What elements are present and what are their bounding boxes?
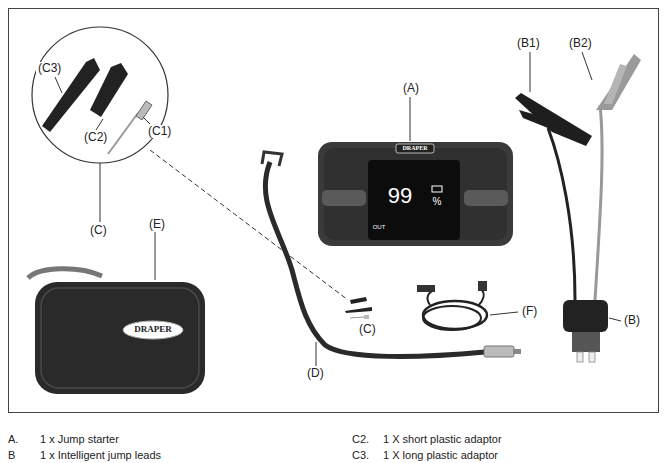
callout-number: (A) bbox=[401, 82, 421, 95]
leader-line bbox=[410, 97, 411, 141]
connector-prong bbox=[589, 352, 595, 362]
leader-line bbox=[155, 232, 156, 280]
black-lead-wire bbox=[548, 128, 575, 300]
lead-connector bbox=[572, 332, 600, 352]
needle-adaptor bbox=[350, 317, 364, 318]
jump-starter bbox=[318, 142, 513, 246]
callout-number: (C) bbox=[88, 224, 109, 237]
callout-number: (C3) bbox=[36, 62, 63, 75]
display-indicator: OUT bbox=[373, 224, 386, 231]
callout-number: (C) bbox=[357, 323, 378, 336]
callout-number: (B1) bbox=[515, 37, 542, 50]
usb-cable bbox=[423, 306, 481, 330]
leader-line bbox=[490, 312, 518, 315]
case-badge bbox=[123, 321, 183, 339]
leader-line bbox=[96, 119, 103, 130]
red-clamp-jaw bbox=[604, 64, 627, 104]
short-adaptor bbox=[90, 63, 128, 117]
list-item: 1 x Jump starter bbox=[40, 433, 119, 445]
usb-cable bbox=[428, 290, 435, 305]
needle-adaptor bbox=[108, 113, 138, 154]
display-unit: % bbox=[433, 196, 442, 207]
callout-number: (B2) bbox=[567, 37, 594, 50]
list-item: 1 X short plastic adaptor bbox=[383, 433, 502, 445]
list-key: C3. bbox=[352, 449, 369, 461]
display-reading: 99 bbox=[388, 184, 412, 208]
leader-line bbox=[316, 342, 317, 366]
storage-case bbox=[35, 282, 205, 394]
callout-number: (B) bbox=[622, 314, 642, 327]
leader-line bbox=[55, 77, 62, 93]
display-screen bbox=[368, 160, 460, 240]
case-zip bbox=[41, 288, 199, 388]
long-adaptor bbox=[345, 307, 372, 313]
case-strap bbox=[28, 269, 102, 278]
red-lead-wire bbox=[595, 105, 602, 300]
side-button bbox=[464, 190, 508, 206]
detail-circle bbox=[32, 27, 168, 163]
black-clamp bbox=[515, 93, 592, 146]
battery-icon bbox=[432, 186, 442, 192]
list-item: 1 X long plastic adaptor bbox=[383, 449, 498, 461]
hose-tip bbox=[513, 349, 521, 354]
callout-number: (C2) bbox=[82, 131, 109, 144]
list-key: B bbox=[8, 449, 15, 461]
leader-line bbox=[582, 52, 592, 80]
leader-line bbox=[609, 318, 621, 321]
frame bbox=[9, 9, 659, 413]
callout-number: (F) bbox=[520, 305, 539, 318]
starter-badge bbox=[396, 144, 434, 153]
list-key: A. bbox=[8, 433, 18, 445]
brand-logo: DRAPER bbox=[403, 145, 428, 152]
usb-plug bbox=[417, 285, 435, 292]
red-clamp bbox=[596, 54, 641, 110]
callout-number: (E) bbox=[147, 218, 167, 231]
callout-number: (C1) bbox=[146, 125, 173, 138]
leader-line bbox=[100, 163, 101, 222]
side-button bbox=[322, 190, 366, 206]
black-clamp-jaw bbox=[519, 110, 548, 128]
usb-cable bbox=[478, 290, 484, 306]
hose-fitting bbox=[484, 346, 514, 357]
lead-control-box bbox=[563, 300, 608, 332]
leader-line bbox=[143, 117, 150, 124]
connector-prong bbox=[577, 352, 583, 362]
callout-number: (D) bbox=[305, 367, 326, 380]
usb-plug bbox=[478, 281, 487, 291]
needle-base bbox=[136, 101, 152, 120]
list-key: C2. bbox=[352, 433, 369, 445]
leader-line bbox=[530, 52, 531, 92]
list-item: 1 x Intelligent jump leads bbox=[40, 449, 161, 461]
inflator-hose bbox=[265, 162, 485, 356]
short-adaptor bbox=[350, 297, 367, 304]
hose-chuck bbox=[262, 152, 282, 166]
needle-base bbox=[364, 315, 369, 319]
brand-logo: DRAPER bbox=[134, 325, 172, 335]
